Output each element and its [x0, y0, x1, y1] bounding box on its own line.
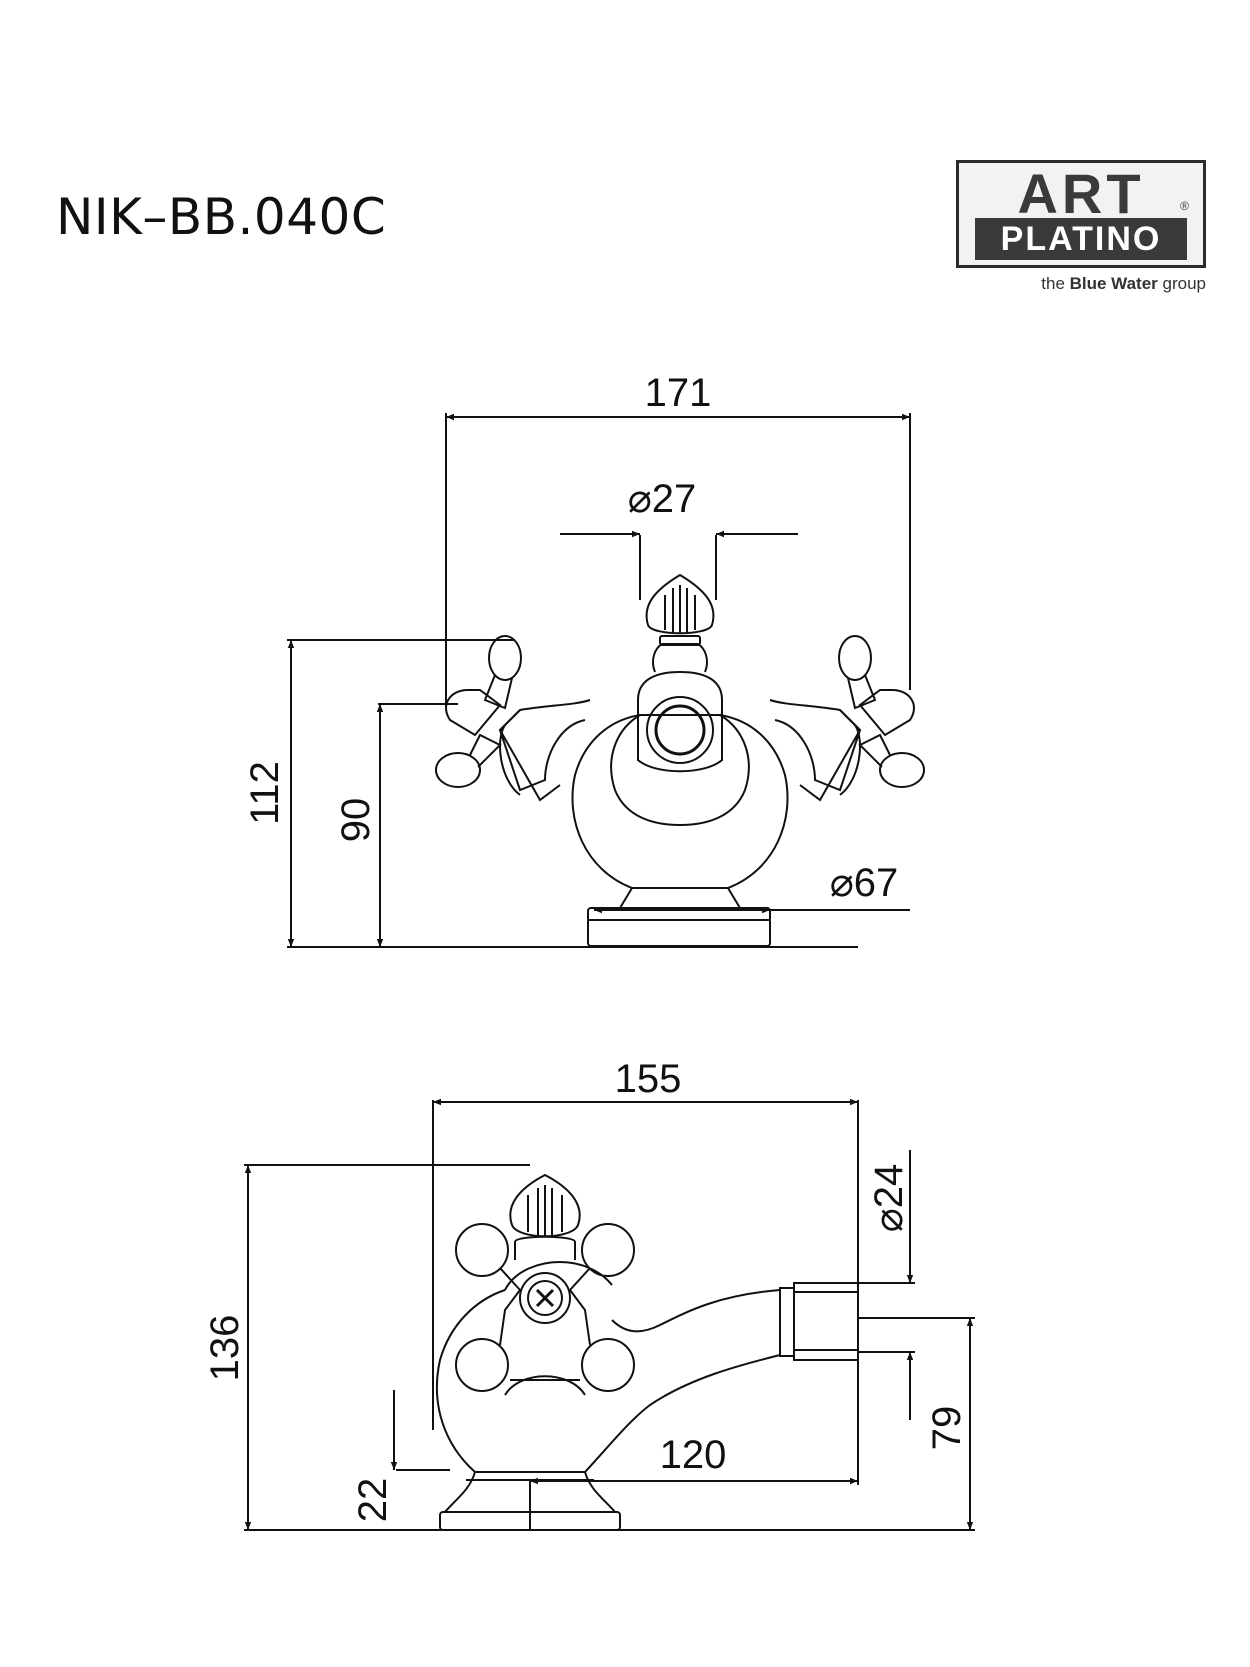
logo-tagline-bold: Blue Water: [1069, 274, 1158, 293]
front-base-diameter-label: ⌀67: [830, 861, 899, 905]
logo-tagline-post: group: [1157, 274, 1206, 293]
side-outlet-height-label: 79: [925, 1406, 969, 1451]
brand-logo: ART ® PLATINO the Blue Water group: [956, 160, 1212, 294]
side-outlet-diameter-label: ⌀24: [867, 1164, 911, 1233]
front-handle-diameter-label: ⌀27: [628, 477, 697, 521]
front-total-height-label: 112: [243, 761, 287, 825]
side-base-height-label: 22: [351, 1478, 395, 1523]
front-width-label: 171: [645, 371, 712, 415]
side-spout-reach-label: 120: [660, 1433, 727, 1477]
logo-brand-top: ART: [1017, 162, 1145, 225]
model-code: NIK–BB.040C: [56, 188, 387, 246]
side-view: [244, 1098, 975, 1531]
side-depth-label: 155: [615, 1057, 682, 1101]
side-total-height-label: 136: [203, 1315, 247, 1382]
logo-tagline-pre: the: [1041, 274, 1070, 293]
logo-brand-bottom: PLATINO: [975, 218, 1187, 260]
logo-box: ART ® PLATINO: [956, 160, 1206, 268]
logo-tagline: the Blue Water group: [956, 274, 1212, 294]
front-body-height-label: 90: [334, 798, 378, 843]
logo-registered-mark: ®: [1180, 199, 1189, 213]
front-view: [287, 413, 925, 948]
